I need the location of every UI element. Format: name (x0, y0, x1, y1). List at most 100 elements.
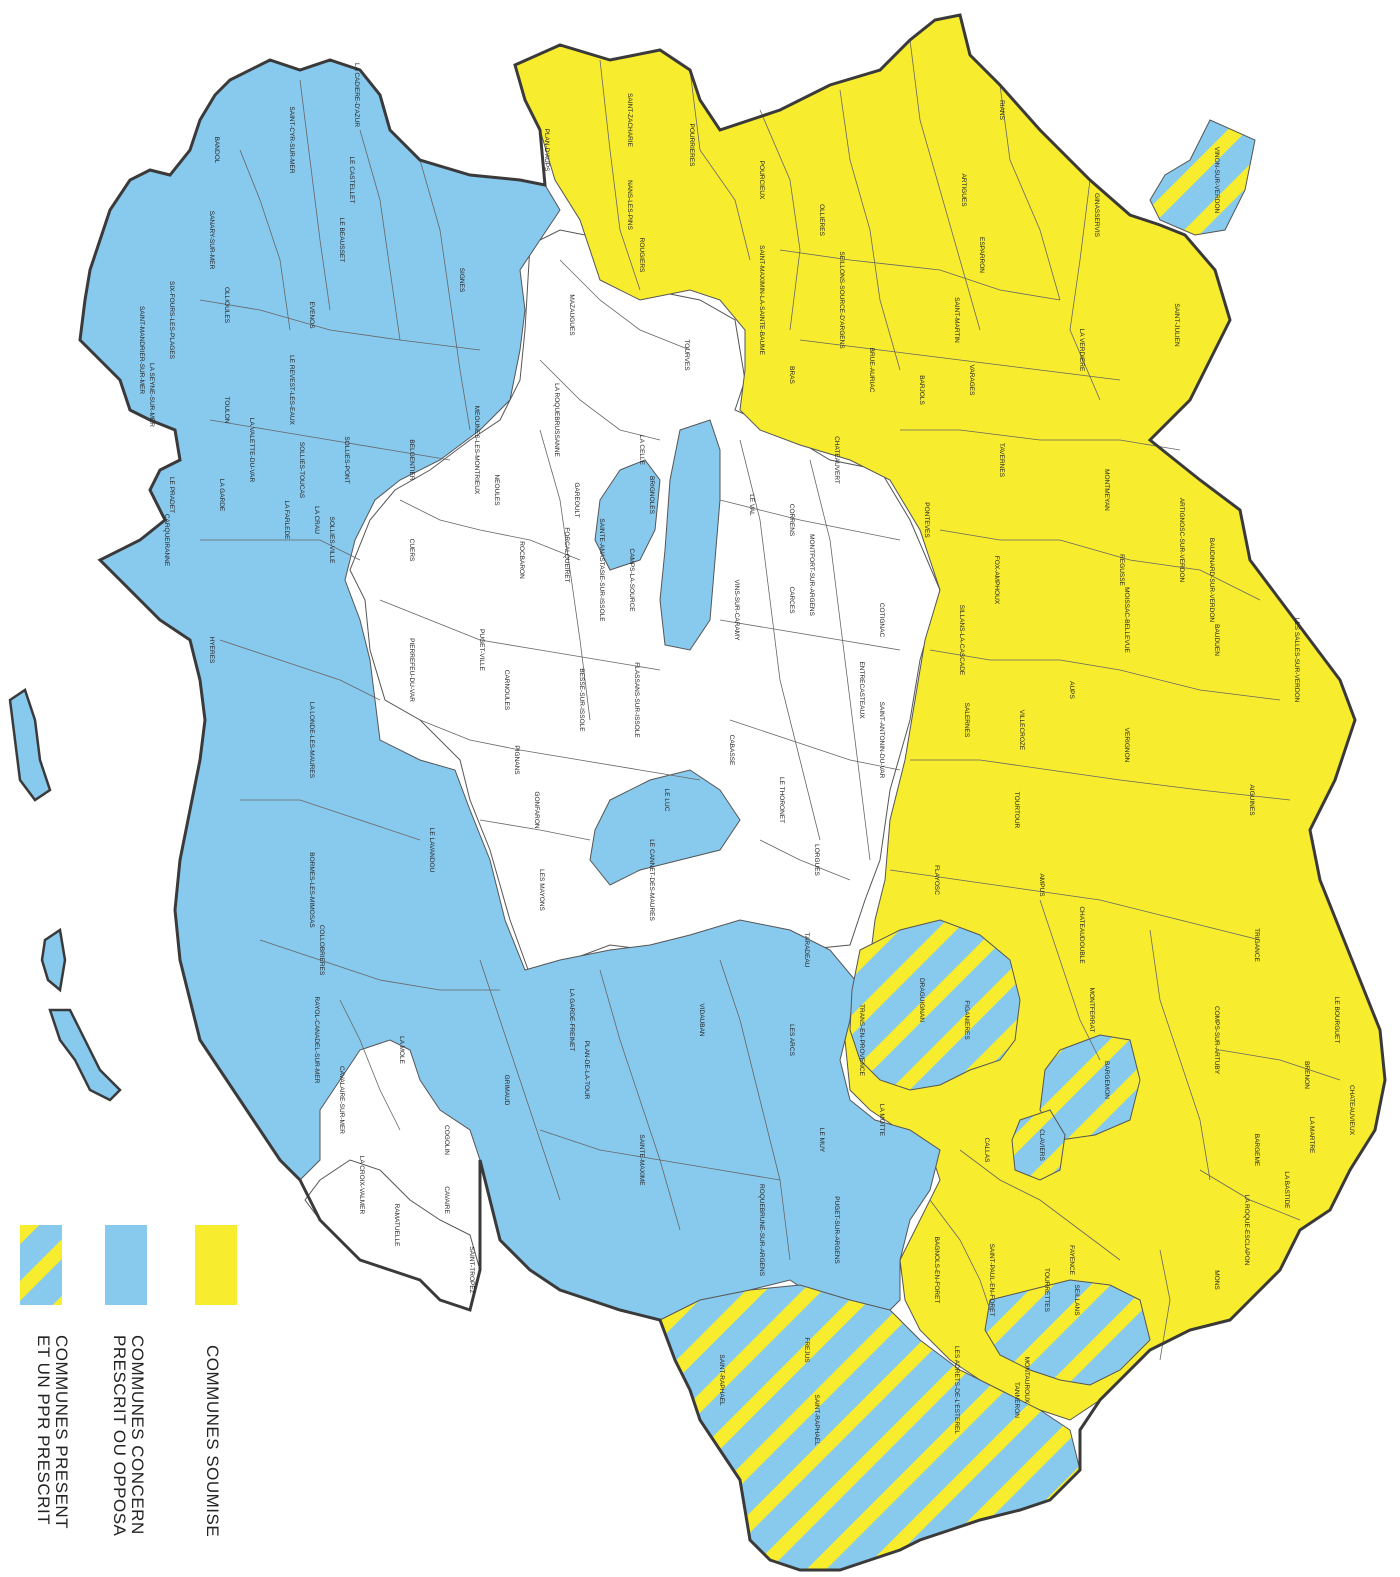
legend-label-yellow: COMMUNES SOUMISE (203, 1345, 222, 1537)
commune-label: GONFARON (533, 791, 540, 829)
commune-label: CARNOULES (503, 670, 510, 711)
commune-label: LA MOLE (398, 1036, 405, 1064)
region-white-ramatuelle (304, 1159, 481, 1311)
commune-label: RAMATUELLE (393, 1204, 400, 1248)
commune-label: PUGET-SUR-ARGENS (833, 1196, 840, 1264)
commune-label: RAYOL-CANADEL-SUR-MER (313, 997, 320, 1084)
commune-label: BAUDUEN (1213, 624, 1220, 656)
commune-label: MONS (1213, 1270, 1220, 1290)
commune-label: SAINT-RAPHAEL (813, 1394, 820, 1446)
commune-label: MOISSAC-BELLEVUE (1123, 587, 1130, 653)
commune-label: SOLLIES-PONT (343, 436, 350, 483)
commune-label: SAINT-MARTIN (953, 297, 960, 343)
commune-label: PLAN-D'AUPS (543, 129, 550, 172)
commune-label: VERIGNON (1123, 728, 1130, 763)
commune-label: BRENON (1303, 1061, 1310, 1089)
commune-label: LE BEAUSSET (338, 218, 345, 262)
commune-label: ROUGIERS (638, 238, 645, 273)
commune-label: ENTRECASTEAUX (858, 661, 865, 719)
commune-label: LA SEYNE-SUR-MER (148, 363, 155, 427)
commune-label: FIGANIERES (963, 1000, 970, 1040)
commune-label: PONTEVES (923, 502, 930, 538)
island-porquerolles (8, 688, 52, 802)
commune-label: ARTIGUES (960, 173, 967, 207)
commune-label: LE CASTELLET (348, 157, 355, 204)
commune-labels: SAINT-ZACHARIEPLAN-D'AUPSNANS-LES-PINSPO… (138, 63, 1355, 1446)
commune-label: BARGEME (1253, 1134, 1260, 1167)
commune-label: VARAGES (968, 365, 975, 397)
commune-label: ROQUEBRUNE-SUR-ARGENS (758, 1184, 765, 1277)
legend-swatch-yellow (195, 1225, 237, 1305)
commune-label: NEOULES (493, 474, 500, 506)
commune-label: CHATEAUVIEUX (1348, 1085, 1355, 1136)
region-blue-forcal (594, 459, 661, 571)
commune-label: BAUDINARD-SUR-VERDON (1208, 538, 1215, 622)
commune-label: LE LAVANDOU (428, 828, 435, 873)
commune-label: RIANS (998, 100, 1005, 121)
commune-label: ROCBARON (518, 541, 525, 579)
commune-label: ARTIGNOSC-SUR-VERDON (1178, 498, 1185, 583)
commune-label: LA FARLEDE (283, 500, 290, 540)
commune-label: SIGNES (458, 268, 465, 293)
commune-label: SAINT-MAXIMIN-LA-SAINTE-BAUME (758, 245, 765, 355)
commune-label: LES MAYONS (538, 869, 545, 911)
commune-label: LA ROQUE-ESCLAPON (1243, 1195, 1250, 1266)
commune-label: GINASSERVIS (1093, 193, 1100, 238)
commune-label: LA GARDE (218, 479, 225, 512)
commune-label: LA CRAU (313, 506, 320, 534)
legend: COMMUNES SOUMISE COMMUNES CONCERN PRESCR… (20, 1225, 237, 1537)
commune-label: OLLIOULES (223, 287, 230, 324)
commune-label: GAREOULT (573, 482, 580, 517)
commune-label: MONTFORT-SUR-ARGENS (808, 534, 815, 617)
commune-label: LE MUY (818, 1128, 825, 1153)
commune-label: BESSE-SUR-ISSOLE (578, 668, 585, 732)
commune-label: VINS-SUR-CARAMY (733, 579, 740, 641)
commune-label: COGOLIN (443, 1125, 450, 1155)
commune-label: MONTMEYAN (1103, 469, 1110, 511)
commune-label: LE VAL (748, 494, 755, 516)
commune-label: PIGNANS (513, 745, 520, 775)
commune-label: MAZAUGUES (568, 294, 575, 336)
commune-label: SANARY-SUR-MER (208, 211, 215, 270)
commune-label: POURCIEUX (758, 161, 765, 200)
commune-label: COTIGNAC (878, 603, 885, 638)
commune-label: LA CADIERE-D'AZUR (353, 63, 360, 127)
legend-label-blue-1: COMMUNES CONCERN (128, 1335, 147, 1535)
commune-label: FLASSANS-SUR-ISSOLE (633, 662, 640, 738)
commune-label: SAINT-ZACHARIE (626, 93, 633, 147)
commune-label: PLAN-DE-LA-TOUR (583, 1041, 590, 1100)
commune-label: CLAVIERS (1038, 1129, 1045, 1161)
commune-label: MONTAUROUX (1023, 1357, 1030, 1404)
commune-label: VINON-SUR-VERDON (1213, 147, 1220, 214)
commune-label: SAINT-ANTONIN-DU-VAR (878, 702, 885, 779)
commune-borders (199, 39, 1341, 1361)
commune-label: LE THORONET (778, 777, 785, 823)
commune-label: SAINT-CYR-SUR-MER (288, 106, 295, 173)
commune-label: CUERS (408, 539, 415, 562)
commune-label: VILLECROZE (1018, 710, 1025, 751)
commune-label: BRIGNOLES (648, 476, 655, 515)
legend-label-blue-2: PRESCRIT OU OPPOSA (110, 1335, 129, 1537)
commune-label: FLAYOSC (933, 865, 940, 895)
commune-label: LA VERDIERE (1078, 329, 1085, 372)
legend-label-striped-2: ET UN PPR PRESCRIT (34, 1335, 53, 1525)
commune-label: SILLANS-LA-CASCADE (958, 605, 965, 676)
commune-label: SAINT-TROPEZ (468, 1246, 475, 1293)
region-blue-brignoles-strip (659, 419, 721, 651)
commune-label: SAINTE-ANASTASIE-SUR-ISSOLE (598, 518, 605, 622)
commune-label: LES ARCS (788, 1024, 795, 1056)
commune-label: BARGEMON (1103, 1061, 1110, 1099)
commune-label: TRIGANCE (1253, 928, 1260, 962)
commune-label: TOURVES (683, 339, 690, 371)
commune-label: SALERNES (963, 703, 970, 738)
commune-label: TOULON (223, 397, 230, 424)
region-blue-luc (589, 769, 741, 886)
commune-label: LORGUES (813, 844, 820, 876)
commune-label: LA MARTRE (1308, 1117, 1315, 1154)
commune-label: LA LONDE-LES-MAURES (308, 702, 315, 779)
commune-label: EVENOS (308, 301, 315, 329)
commune-label: TANNERON (1013, 1382, 1020, 1418)
commune-label: BARJOLS (918, 375, 925, 405)
commune-label: LES ADRETS-DE-L'ESTEREL (953, 1346, 960, 1434)
commune-label: LE LUC (663, 789, 670, 812)
